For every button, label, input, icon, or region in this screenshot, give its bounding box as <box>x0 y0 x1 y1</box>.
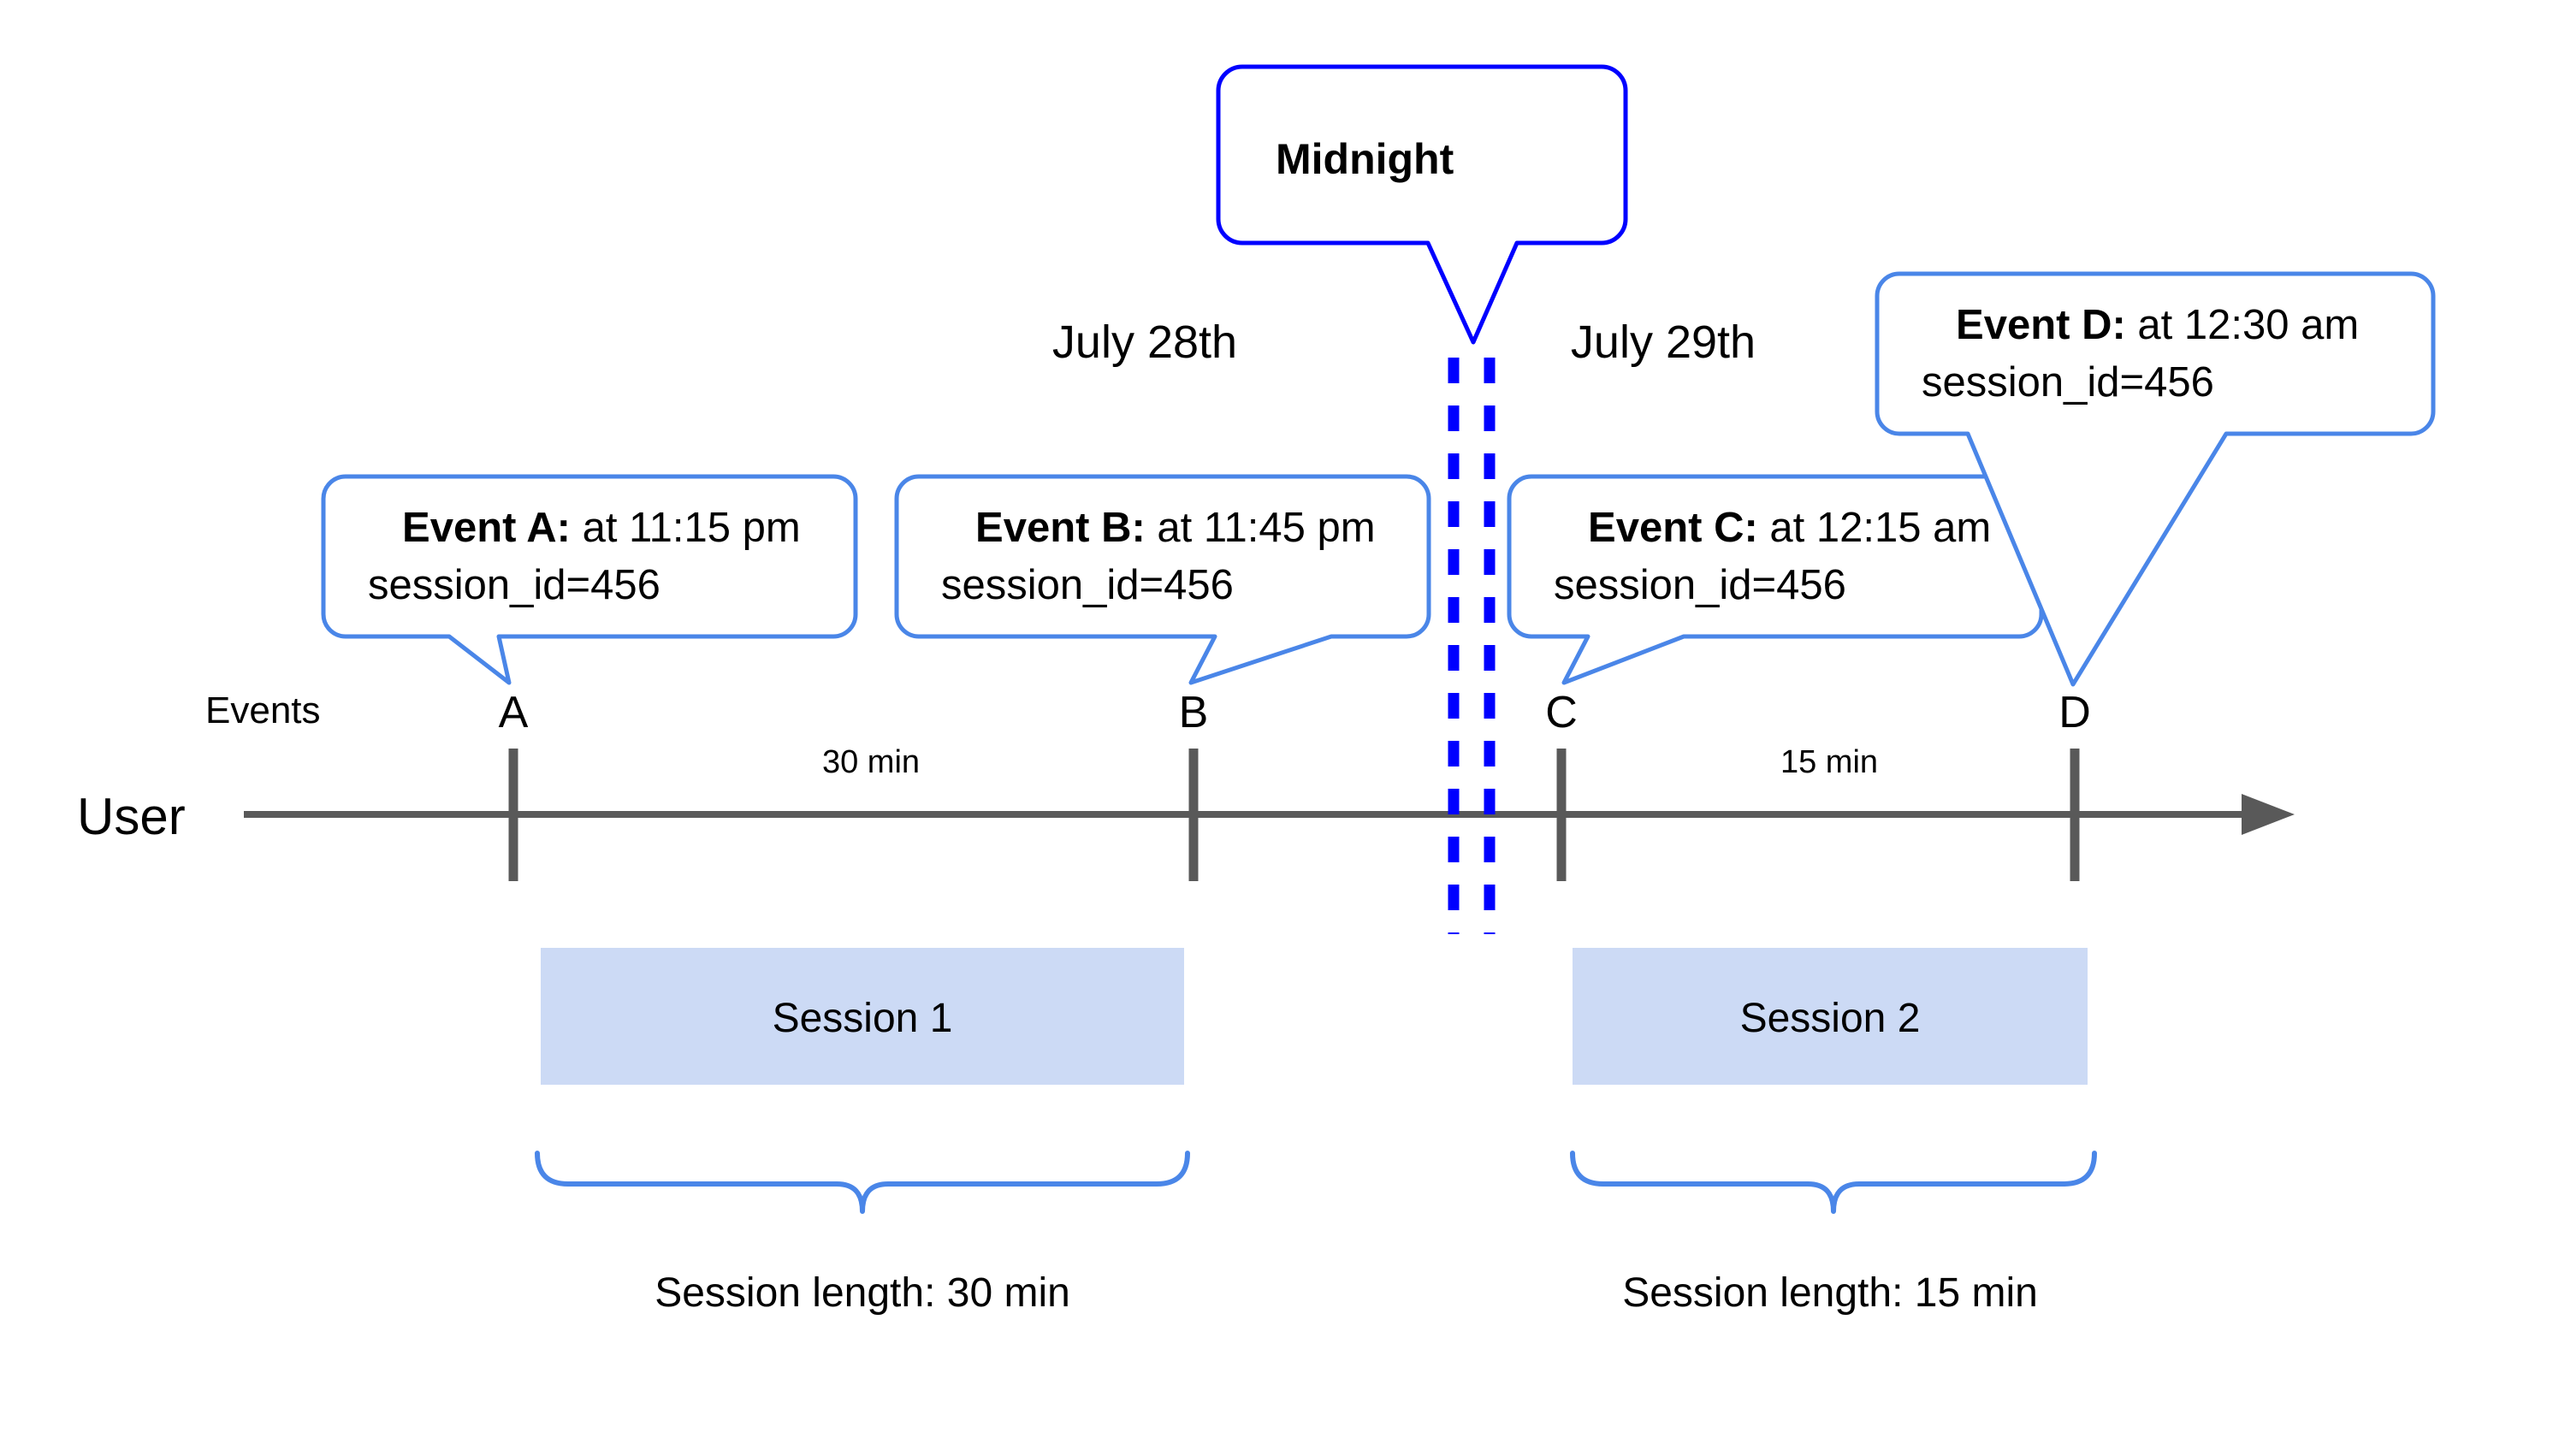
event-a-rest: at 11:15 pm <box>571 505 801 551</box>
session-1-label: Session 1 <box>773 996 953 1041</box>
session-2-box: Session 2 <box>1573 948 2088 1085</box>
date-label-july-29: July 29th <box>1571 317 1756 368</box>
event-c-callout: Event C: at 12:15 am session_id=456 <box>1507 474 2044 685</box>
event-d-line-2: session_id=456 <box>1922 359 2214 405</box>
midnight-divider-lines <box>1448 358 1496 934</box>
tick-label-B: B <box>1179 688 1209 737</box>
tick-label-D: D <box>2058 688 2091 737</box>
session-1-length-label: Session length: 30 min <box>655 1270 1070 1316</box>
event-a-line-2: session_id=456 <box>368 562 660 608</box>
event-b-callout: Event B: at 11:45 pm session_id=456 <box>894 474 1431 685</box>
midnight-callout: Midnight <box>1216 64 1628 345</box>
event-d-rest: at 12:30 am <box>2126 302 2359 348</box>
axis-arrow-icon <box>2242 794 2295 835</box>
axis-row-label-user: User <box>77 788 186 845</box>
session-2-length-label: Session length: 15 min <box>1622 1270 2038 1316</box>
session-1-brace <box>535 1151 1190 1214</box>
axis-events-label: Events <box>205 690 321 731</box>
event-c-bold: Event C: <box>1588 505 1758 551</box>
tick-label-C: C <box>1545 688 1578 737</box>
event-b-rest: at 11:45 pm <box>1146 505 1376 551</box>
event-a-line-1: Event A: at 11:15 pm <box>368 505 827 551</box>
duration-label-cd: 15 min <box>1780 744 1878 780</box>
event-c-line-1: Event C: at 12:15 am <box>1554 505 2017 551</box>
timeline-axis <box>244 794 2295 835</box>
event-b-bold: Event B: <box>975 505 1146 551</box>
event-b-line-2: session_id=456 <box>941 562 1234 608</box>
event-d-bold: Event D: <box>1956 302 2126 348</box>
date-label-july-28: July 28th <box>1052 317 1237 368</box>
event-d-callout: Event D: at 12:30 am session_id=456 <box>1875 271 2436 687</box>
event-c-line-2: session_id=456 <box>1554 562 1846 608</box>
midnight-callout-label: Midnight <box>1276 135 1454 183</box>
event-a-callout: Event A: at 11:15 pm session_id=456 <box>321 474 858 685</box>
duration-label-ab: 30 min <box>822 744 920 780</box>
event-c-rest: at 12:15 am <box>1758 505 1991 551</box>
event-a-bold: Event A: <box>402 505 571 551</box>
event-b-line-1: Event B: at 11:45 pm <box>941 505 1402 551</box>
session-2-brace <box>1570 1151 2097 1214</box>
session-2-label: Session 2 <box>1740 996 1921 1041</box>
session-1-box: Session 1 <box>541 948 1184 1085</box>
tick-label-A: A <box>499 688 529 737</box>
event-d-line-1: Event D: at 12:30 am <box>1922 302 2385 348</box>
